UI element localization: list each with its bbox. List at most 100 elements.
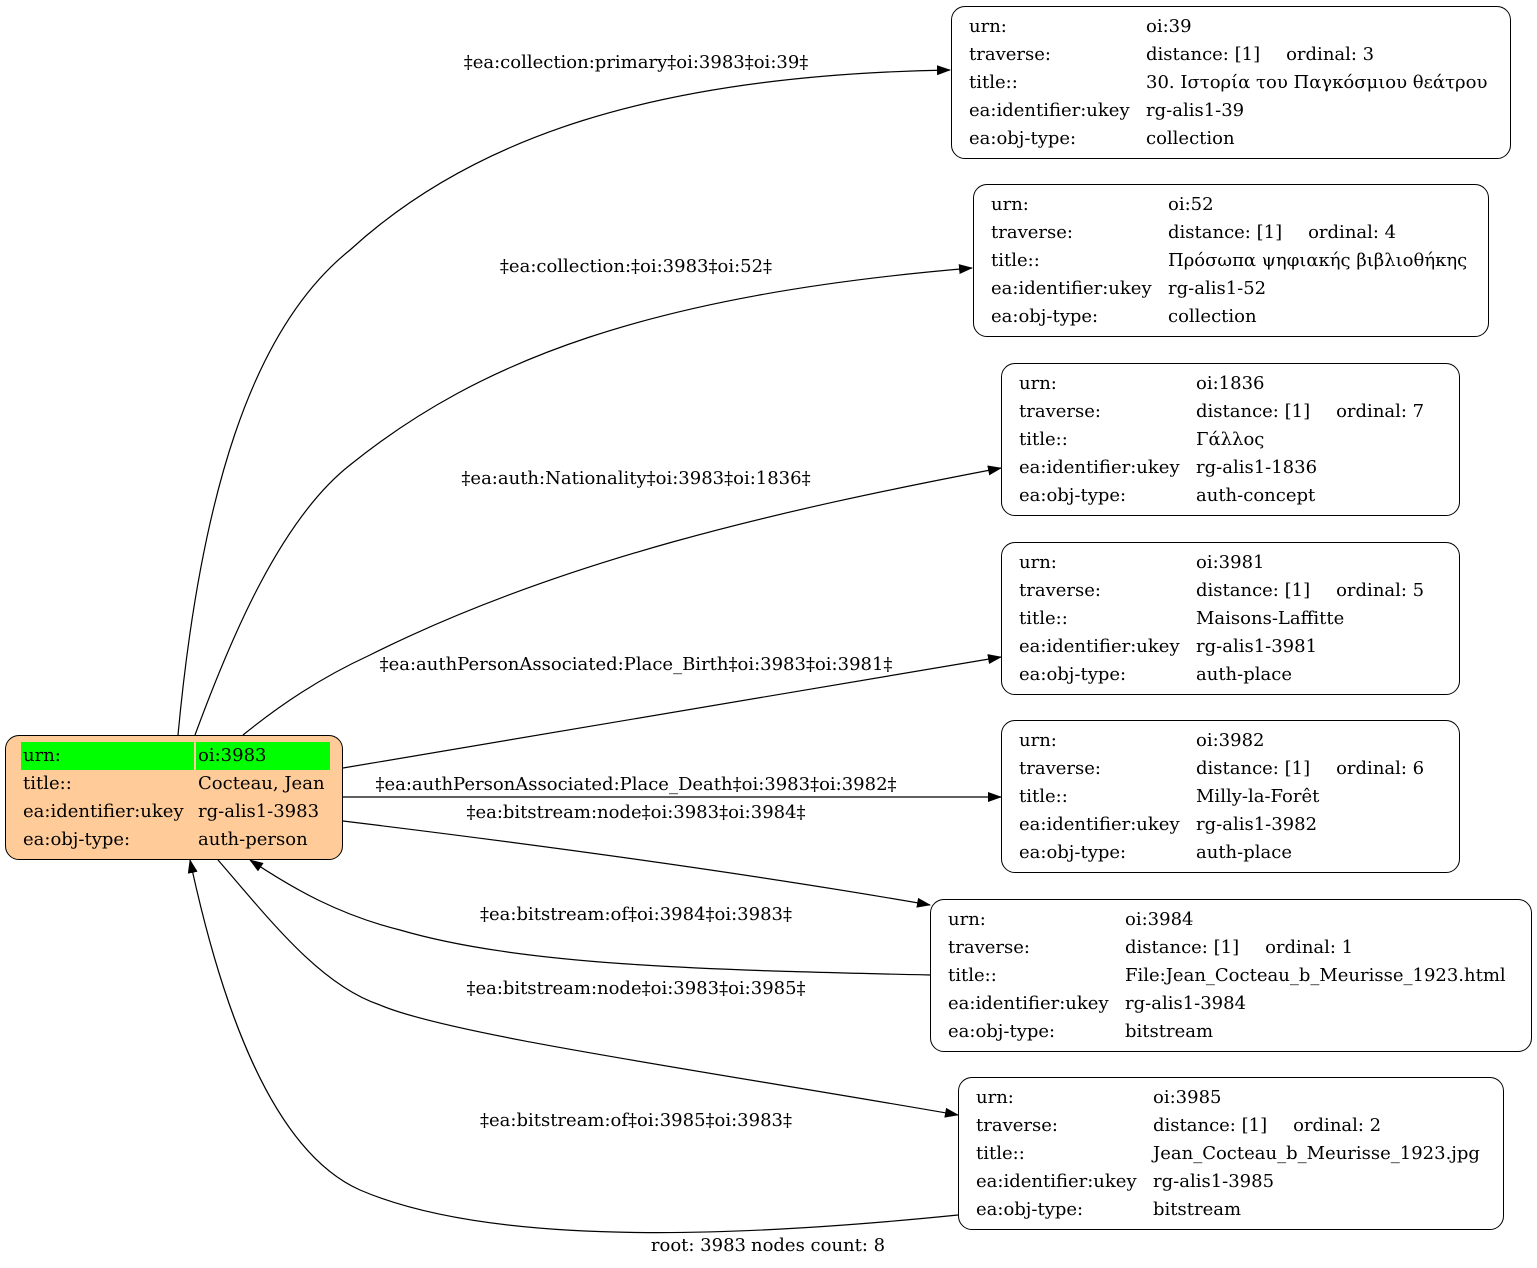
node-oi-1836[interactable]: urn: oi:1836 traverse: distance: [1]ordina… bbox=[1001, 363, 1460, 516]
field-label: urn: bbox=[976, 1087, 1014, 1108]
traverse-value: distance: [1]ordinal: 7 bbox=[1194, 398, 1426, 426]
urn-value: oi:3984 bbox=[1125, 909, 1194, 930]
edge-bitstream-node-3985 bbox=[217, 859, 959, 1118]
ordinal-value: ordinal: 4 bbox=[1308, 222, 1397, 243]
field-label: traverse: bbox=[976, 1115, 1058, 1136]
urn-value: oi:3983 bbox=[196, 742, 330, 770]
type-value: bitstream bbox=[1153, 1199, 1242, 1220]
field-label: title:: bbox=[1019, 429, 1068, 450]
field-label: traverse: bbox=[1019, 580, 1101, 601]
urn-value: oi:52 bbox=[1168, 194, 1214, 215]
ukey-value: rg-alis1-39 bbox=[1146, 100, 1245, 121]
node-oi-3984[interactable]: urn: oi:3984 traverse: distance: [1] ordina… bbox=[930, 899, 1532, 1052]
distance-value: distance: [1] bbox=[1168, 222, 1283, 243]
field-label: title:: bbox=[1019, 608, 1068, 629]
distance-value: distance: [1] bbox=[1196, 580, 1311, 601]
title-value: 30. Ιστορία του Παγκόσμιου θεάτρου bbox=[1146, 72, 1488, 93]
field-label: ea:obj-type: bbox=[1019, 485, 1127, 506]
field-label: ea:identifier:ukey bbox=[976, 1171, 1137, 1192]
title-value: Jean_Cocteau_b_Meurisse_1923.jpg bbox=[1153, 1143, 1480, 1164]
title-row: title::Cocteau, Jean bbox=[21, 770, 330, 798]
edge-collection bbox=[194, 264, 973, 736]
ukey-value: rg-alis1-3981 bbox=[1196, 636, 1318, 657]
edge-label: ‡ea:bitstream:node‡oi:3983‡oi:3985‡ bbox=[466, 978, 806, 999]
field-label: title:: bbox=[23, 773, 72, 794]
field-label: ea:obj-type: bbox=[23, 829, 131, 850]
traverse-value: distance: [1] ordinal: 1 bbox=[1123, 934, 1508, 962]
field-label: urn: bbox=[969, 16, 1007, 37]
type-value: auth-person bbox=[198, 829, 308, 850]
field-label: ea:obj-type: bbox=[991, 306, 1099, 327]
node-table: urn: oi:1836 traverse: distance: [1]ordina… bbox=[1015, 370, 1428, 510]
edge-label: ‡ea:authPersonAssociated:Place_Birth‡oi:… bbox=[379, 654, 893, 675]
node-table: urn:oi:52 traverse:distance: [1]ordinal:… bbox=[987, 191, 1471, 331]
urn-value: oi:1836 bbox=[1196, 373, 1265, 394]
distance-value: distance: [1] bbox=[1146, 44, 1261, 65]
title-value: Γάλλος bbox=[1196, 429, 1265, 450]
urn-value: oi:3985 bbox=[1153, 1087, 1222, 1108]
urn-value: oi:3982 bbox=[1196, 730, 1265, 751]
type-value: auth-concept bbox=[1196, 485, 1316, 506]
node-oi-3981[interactable]: urn:oi:3981 traverse:distance: [1]ordina… bbox=[1001, 542, 1460, 695]
field-label: traverse: bbox=[948, 937, 1030, 958]
field-label: ea:identifier:ukey bbox=[1019, 636, 1180, 657]
type-value: collection bbox=[1168, 306, 1257, 327]
edge-label: ‡ea:auth:Nationality‡oi:3983‡oi:1836‡ bbox=[461, 468, 811, 489]
edge-label: ‡ea:bitstream:of‡oi:3985‡oi:3983‡ bbox=[480, 1110, 792, 1131]
edge-nationality bbox=[242, 465, 1002, 736]
traverse-value: distance: [1] ordinal: 5 bbox=[1194, 577, 1426, 605]
ukey-value: rg-alis1-3983 bbox=[198, 801, 320, 822]
root-node[interactable]: urn:oi:3983 title::Cocteau, Jean ea:iden… bbox=[5, 735, 343, 860]
edge-bitstream-of-3985 bbox=[187, 859, 959, 1234]
edge-label: ‡ea:bitstream:node‡oi:3983‡oi:3984‡ bbox=[466, 802, 806, 823]
title-value: Milly-la-Forêt bbox=[1196, 786, 1320, 807]
field-label: ea:identifier:ukey bbox=[1019, 457, 1180, 478]
field-label: title:: bbox=[976, 1143, 1025, 1164]
node-oi-3985[interactable]: urn: oi:3985 traverse: distance: [1] ordina… bbox=[958, 1077, 1504, 1230]
field-label: title:: bbox=[1019, 786, 1068, 807]
traverse-value: distance: [1] ordinal: 2 bbox=[1151, 1112, 1482, 1140]
distance-value: distance: [1] bbox=[1153, 1115, 1268, 1136]
ordinal-value: ordinal: 1 bbox=[1265, 937, 1354, 958]
field-label: title:: bbox=[948, 965, 997, 986]
node-oi-3982[interactable]: urn:oi:3982 traverse:distance: [1]ordina… bbox=[1001, 720, 1460, 873]
field-label: urn: bbox=[1019, 730, 1057, 751]
urn-value: oi:39 bbox=[1146, 16, 1192, 37]
title-value: File:Jean_Cocteau_b_Meurisse_1923.html bbox=[1125, 965, 1506, 986]
ordinal-value: ordinal: 5 bbox=[1336, 580, 1425, 601]
node-table: urn: oi:3984 traverse: distance: [1] ordina… bbox=[944, 906, 1510, 1046]
urn-row: urn:oi:3983 bbox=[21, 742, 330, 770]
ordinal-value: ordinal: 3 bbox=[1286, 44, 1375, 65]
ordinal-value: ordinal: 7 bbox=[1336, 401, 1425, 422]
ukey-value: rg-alis1-52 bbox=[1168, 278, 1267, 299]
field-label: ea:obj-type: bbox=[969, 128, 1077, 149]
field-label: ea:obj-type: bbox=[948, 1021, 1056, 1042]
field-label: ea:identifier:ukey bbox=[1019, 814, 1180, 835]
edge-bitstream-node-3984 bbox=[342, 820, 931, 908]
field-label: urn: bbox=[21, 742, 194, 770]
node-table: urn: oi:3985 traverse: distance: [1] ordina… bbox=[972, 1084, 1484, 1224]
edge-label: ‡ea:bitstream:of‡oi:3984‡oi:3983‡ bbox=[480, 904, 792, 925]
ordinal-value: ordinal: 2 bbox=[1293, 1115, 1382, 1136]
node-oi-52[interactable]: urn:oi:52 traverse:distance: [1]ordinal:… bbox=[973, 184, 1489, 337]
node-table: urn:oi:3981 traverse:distance: [1]ordina… bbox=[1015, 549, 1428, 689]
field-label: title:: bbox=[969, 72, 1018, 93]
field-label: ea:obj-type: bbox=[1019, 842, 1127, 863]
type-row: ea:obj-type: auth-person bbox=[21, 826, 330, 854]
footer-count: nodes count: 8 bbox=[750, 1235, 886, 1256]
ukey-value: rg-alis1-1836 bbox=[1196, 457, 1318, 478]
edge-label: ‡ea:collection:‡oi:3983‡oi:52‡ bbox=[499, 256, 773, 277]
distance-value: distance: [1] bbox=[1125, 937, 1240, 958]
field-label: urn: bbox=[948, 909, 986, 930]
field-label: traverse: bbox=[1019, 758, 1101, 779]
type-value: auth-place bbox=[1196, 664, 1292, 685]
title-value: Cocteau, Jean bbox=[198, 773, 325, 794]
field-label: traverse: bbox=[1019, 401, 1101, 422]
field-label: urn: bbox=[1019, 373, 1057, 394]
node-oi-39[interactable]: urn:oi:39 traverse:distance: [1]ordinal:… bbox=[951, 6, 1511, 159]
footer-root: root: 3983 bbox=[650, 1235, 746, 1256]
title-value: Πρόσωπα ψηφιακής βιβλιοθήκης bbox=[1168, 250, 1468, 271]
field-label: urn: bbox=[1019, 552, 1057, 573]
